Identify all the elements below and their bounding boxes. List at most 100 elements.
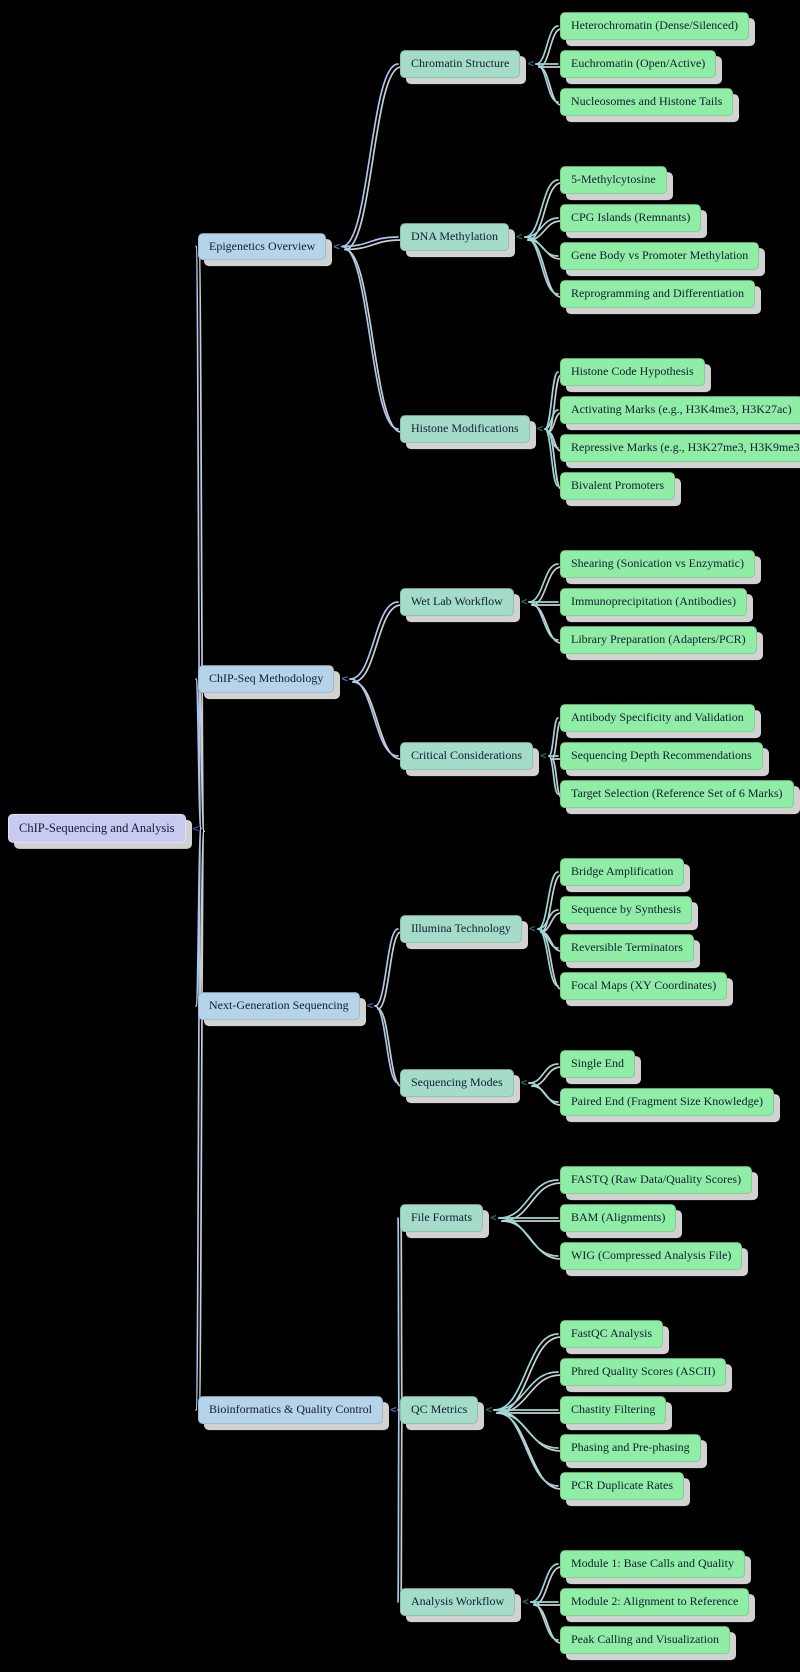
node-label-single-end[interactable]: Single End xyxy=(560,1050,635,1078)
node-label-wet-lab-workflow[interactable]: Wet Lab Workflow xyxy=(400,588,514,616)
node-label-activating-marks-e-g-h3k4me3-h3k27ac[interactable]: Activating Marks (e.g., H3K4me3, H3K27ac… xyxy=(560,396,800,424)
node-label-chip-seq-methodology[interactable]: ChIP-Seq Methodology xyxy=(198,665,335,693)
node-chromatin-structure: Chromatin Structure < xyxy=(400,50,534,78)
node-sequencing-depth-recommendations: Sequencing Depth Recommendations xyxy=(560,742,763,770)
node-label-histone-code-hypothesis[interactable]: Histone Code Hypothesis xyxy=(560,358,705,386)
collapse-indicator[interactable]: < xyxy=(389,1403,397,1417)
node-label-fastq-raw-data-quality-scores[interactable]: FASTQ (Raw Data/Quality Scores) xyxy=(560,1166,753,1194)
node-label-bioinformatics-quality-control[interactable]: Bioinformatics & Quality Control xyxy=(198,1396,383,1424)
collapse-indicator[interactable]: < xyxy=(527,57,534,71)
node-label-immunoprecipitation-antibodies[interactable]: Immunoprecipitation (Antibodies) xyxy=(560,588,747,616)
node-label-phasing-and-pre-phasing[interactable]: Phasing and Pre-phasing xyxy=(560,1434,701,1462)
node-label-sequence-by-synthesis[interactable]: Sequence by Synthesis xyxy=(560,896,692,924)
node-label-illumina-technology[interactable]: Illumina Technology xyxy=(400,915,522,943)
link-line xyxy=(195,678,202,830)
node-histone-code-hypothesis: Histone Code Hypothesis xyxy=(560,358,705,386)
node-peak-calling-and-visualization: Peak Calling and Visualization xyxy=(560,1626,731,1654)
node-label-critical-considerations[interactable]: Critical Considerations xyxy=(400,742,533,770)
node-label-shearing-sonication-vs-enzymatic[interactable]: Shearing (Sonication vs Enzymatic) xyxy=(560,550,755,578)
node-label-bridge-amplification[interactable]: Bridge Amplification xyxy=(560,858,685,886)
node-label-chastity-filtering[interactable]: Chastity Filtering xyxy=(560,1396,667,1424)
node-label-sequencing-depth-recommendations[interactable]: Sequencing Depth Recommendations xyxy=(560,742,763,770)
node-label-bam-alignments[interactable]: BAM (Alignments) xyxy=(560,1204,677,1232)
node-label-5-methylcytosine[interactable]: 5-Methylcytosine xyxy=(560,166,667,194)
node-label-library-preparation-adapters-pcr[interactable]: Library Preparation (Adapters/PCR) xyxy=(560,626,757,654)
node-label-euchromatin-open-active[interactable]: Euchromatin (Open/Active) xyxy=(560,50,717,78)
node-label-analysis-workflow[interactable]: Analysis Workflow xyxy=(400,1588,516,1616)
node-label-histone-modifications[interactable]: Histone Modifications xyxy=(400,415,530,443)
node-label-gene-body-vs-promoter-methylation[interactable]: Gene Body vs Promoter Methylation xyxy=(560,242,760,270)
collapse-indicator[interactable]: < xyxy=(539,749,547,763)
node-label-target-selection-reference-set-of-6-marks[interactable]: Target Selection (Reference Set of 6 Mar… xyxy=(560,780,794,808)
node-label-paired-end-fragment-size-knowledge[interactable]: Paired End (Fragment Size Knowledge) xyxy=(560,1088,774,1116)
collapse-indicator[interactable]: < xyxy=(528,922,536,936)
collapse-indicator[interactable]: < xyxy=(366,999,374,1013)
link-line xyxy=(341,63,399,248)
node-analysis-workflow: Analysis Workflow < xyxy=(400,1588,529,1616)
node-label-heterochromatin-dense-silenced[interactable]: Heterochromatin (Dense/Silenced) xyxy=(560,12,749,40)
node-label-repressive-marks-e-g-h3k27me3-h3k9me3[interactable]: Repressive Marks (e.g., H3K27me3, H3K9me… xyxy=(560,434,800,462)
node-file-formats: File Formats < xyxy=(400,1204,497,1232)
collapse-indicator[interactable]: < xyxy=(485,1403,492,1417)
link-line xyxy=(349,601,399,680)
node-label-fastqc-analysis[interactable]: FastQC Analysis xyxy=(560,1320,664,1348)
node-label-dna-methylation[interactable]: DNA Methylation xyxy=(400,223,509,251)
node-epigenetics-overview: Epigenetics Overview < xyxy=(198,232,340,261)
node-critical-considerations: Critical Considerations < xyxy=(400,742,547,770)
link-line xyxy=(493,1371,559,1411)
node-label-module-1-base-calls-and-quality[interactable]: Module 1: Base Calls and Quality xyxy=(560,1550,745,1578)
collapse-indicator[interactable]: < xyxy=(192,821,200,835)
node-sequence-by-synthesis: Sequence by Synthesis xyxy=(560,896,692,924)
node-label-reprogramming-and-differentiation[interactable]: Reprogramming and Differentiation xyxy=(560,280,756,308)
link-line xyxy=(374,928,399,1007)
node-wet-lab-workflow: Wet Lab Workflow < xyxy=(400,588,527,616)
collapse-indicator[interactable]: < xyxy=(536,422,544,436)
node-label-epigenetics-overview[interactable]: Epigenetics Overview xyxy=(198,232,327,261)
node-library-preparation-adapters-pcr: Library Preparation (Adapters/PCR) xyxy=(560,626,757,654)
node-label-pcr-duplicate-rates[interactable]: PCR Duplicate Rates xyxy=(560,1472,684,1500)
collapse-indicator[interactable]: < xyxy=(520,595,528,609)
node-label-bivalent-promoters[interactable]: Bivalent Promoters xyxy=(560,472,675,500)
node-label-module-2-alignment-to-reference[interactable]: Module 2: Alignment to Reference xyxy=(560,1588,750,1616)
node-fastqc-analysis: FastQC Analysis xyxy=(560,1320,664,1348)
collapse-indicator[interactable]: < xyxy=(490,1211,497,1225)
node-label-phred-quality-scores-ascii[interactable]: Phred Quality Scores (ASCII) xyxy=(560,1358,727,1386)
collapse-indicator[interactable]: < xyxy=(333,239,340,253)
collapse-indicator[interactable]: < xyxy=(520,1076,528,1090)
node-label-chromatin-structure[interactable]: Chromatin Structure xyxy=(400,50,521,78)
collapse-indicator[interactable]: < xyxy=(522,1595,529,1609)
node-label-nucleosomes-and-histone-tails[interactable]: Nucleosomes and Histone Tails xyxy=(560,88,734,116)
link-line xyxy=(349,678,399,757)
node-bioinformatics-quality-control: Bioinformatics & Quality Control < xyxy=(198,1396,397,1424)
link-line xyxy=(341,245,399,430)
node-5-methylcytosine: 5-Methylcytosine xyxy=(560,166,667,194)
node-focal-maps-xy-coordinates: Focal Maps (XY Coordinates) xyxy=(560,972,728,1000)
node-label-file-formats[interactable]: File Formats xyxy=(400,1204,484,1232)
node-label-reversible-terminators[interactable]: Reversible Terminators xyxy=(560,934,694,962)
node-chastity-filtering: Chastity Filtering xyxy=(560,1396,667,1424)
node-label-sequencing-modes[interactable]: Sequencing Modes xyxy=(400,1069,514,1097)
node-label-qc-metrics[interactable]: QC Metrics xyxy=(400,1396,479,1424)
node-label-chip-sequencing-and-analysis[interactable]: ChIP-Sequencing and Analysis xyxy=(8,814,186,843)
link-line xyxy=(341,236,399,248)
link-line xyxy=(528,1063,559,1084)
node-label-wig-compressed-analysis-file[interactable]: WIG (Compressed Analysis File) xyxy=(560,1242,743,1270)
node-label-next-generation-sequencing[interactable]: Next-Generation Sequencing xyxy=(198,992,360,1020)
link-line xyxy=(535,25,559,65)
node-label-peak-calling-and-visualization[interactable]: Peak Calling and Visualization xyxy=(560,1626,731,1654)
link-line xyxy=(397,1409,400,1603)
node-target-selection-reference-set-of-6-marks: Target Selection (Reference Set of 6 Mar… xyxy=(560,780,794,808)
link-line xyxy=(548,717,559,757)
node-next-generation-sequencing: Next-Generation Sequencing < xyxy=(198,992,373,1020)
node-illumina-technology: Illumina Technology < xyxy=(400,915,536,943)
node-label-focal-maps-xy-coordinates[interactable]: Focal Maps (XY Coordinates) xyxy=(560,972,728,1000)
node-label-cpg-islands-remnants[interactable]: CPG Islands (Remnants) xyxy=(560,204,702,232)
collapse-indicator[interactable]: < xyxy=(516,230,523,244)
link-line xyxy=(524,236,559,295)
node-histone-modifications: Histone Modifications < xyxy=(400,415,543,443)
node-label-antibody-specificity-and-validation[interactable]: Antibody Specificity and Validation xyxy=(560,704,755,732)
collapse-indicator[interactable]: < xyxy=(341,672,348,686)
node-bam-alignments: BAM (Alignments) xyxy=(560,1204,677,1232)
link-line xyxy=(535,63,559,103)
